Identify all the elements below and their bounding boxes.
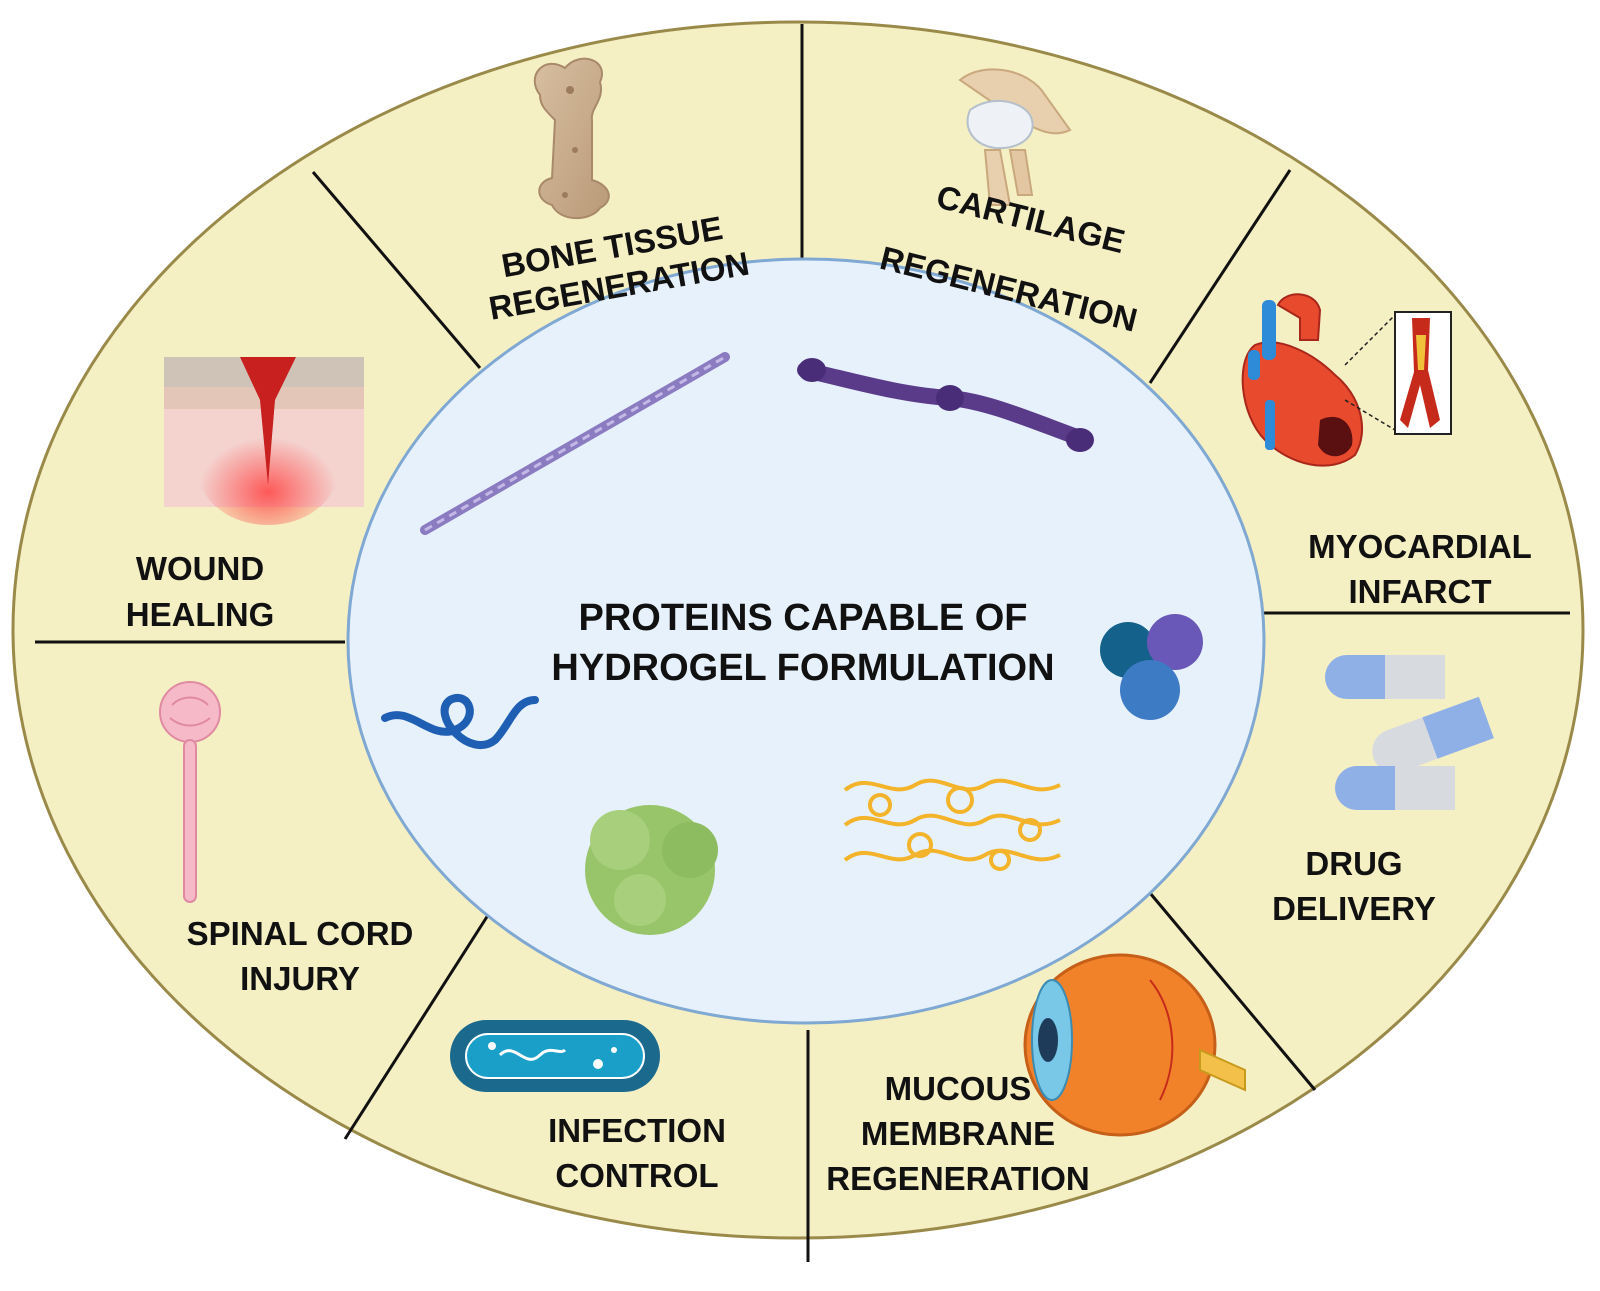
knee-joint-icon xyxy=(958,68,1072,206)
label-mucous-line1: MUCOUS xyxy=(885,1070,1032,1107)
heart-icon xyxy=(1241,293,1452,467)
label-spinal-line2: INJURY xyxy=(240,960,360,997)
bone-icon xyxy=(533,57,610,220)
label-wound-line2: HEALING xyxy=(126,596,275,633)
fibrin-strand-icon xyxy=(797,358,1094,452)
elastin-network-icon xyxy=(843,778,1061,871)
center-title-line1: PROTEINS CAPABLE OF xyxy=(579,597,1028,639)
label-myocardial-line2: INFARCT xyxy=(1349,573,1492,610)
label-wound-line1: WOUND xyxy=(136,550,264,587)
label-mucous-line2: MEMBRANE xyxy=(861,1115,1055,1152)
label-infection-line1: INFECTION xyxy=(548,1112,726,1149)
label-wound: WOUND HEALING xyxy=(126,550,275,633)
label-drug-line1: DRUG xyxy=(1305,845,1402,882)
globular-protein-icon xyxy=(1100,614,1203,720)
eye-icon xyxy=(1023,953,1246,1137)
label-drug-line2: DELIVERY xyxy=(1272,890,1436,927)
center-title-line2: HYDROGEL FORMULATION xyxy=(551,647,1054,689)
inner-circle xyxy=(346,257,1266,1025)
label-myocardial: MYOCARDIAL INFARCT xyxy=(1308,528,1532,610)
capsules-icon xyxy=(1325,655,1494,810)
label-spinal: SPINAL CORD INJURY xyxy=(187,915,414,997)
protein-aggregate-icon xyxy=(585,805,718,935)
collagen-fiber-icon xyxy=(420,352,730,535)
segment-dividers xyxy=(35,24,1570,1262)
label-infection-line2: CONTROL xyxy=(555,1157,718,1194)
spinal-cord-icon xyxy=(159,681,221,903)
peptide-chain-icon xyxy=(381,694,539,749)
label-mucous-line3: REGENERATION xyxy=(826,1160,1089,1197)
center-title: PROTEINS CAPABLE OF HYDROGEL FORMULATION xyxy=(551,597,1054,689)
skin-wound-icon xyxy=(164,357,364,525)
label-drug-delivery: DRUG DELIVERY xyxy=(1272,845,1436,927)
bacterium-icon xyxy=(450,1020,660,1092)
label-myocardial-line1: MYOCARDIAL xyxy=(1308,528,1532,565)
label-infection: INFECTION CONTROL xyxy=(548,1112,726,1194)
label-mucous: MUCOUS MEMBRANE REGENERATION xyxy=(826,1070,1089,1197)
label-spinal-line1: SPINAL CORD xyxy=(187,915,414,952)
